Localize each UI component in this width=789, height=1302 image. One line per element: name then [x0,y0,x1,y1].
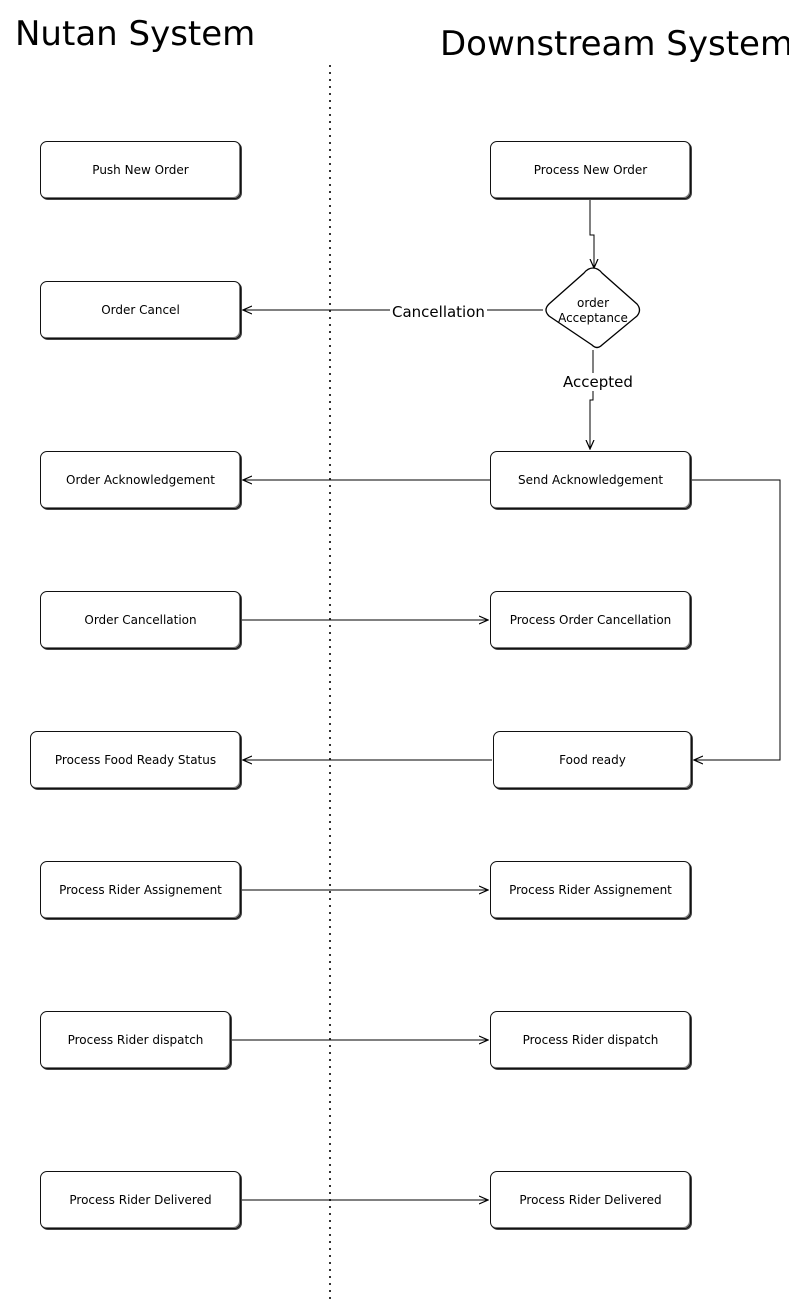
edge-new-order-to-decision [590,200,594,268]
process-order-cancellation-box: Process Order Cancellation [490,591,691,649]
process-rider-dispatch-box-right: Process Rider dispatch [490,1011,691,1069]
accepted-edge-label: Accepted [561,373,635,391]
order-acceptance-line2: Acceptance [558,311,628,325]
process-rider-assignement-box-right: Process Rider Assignement [490,861,691,919]
send-acknowledgement-box: Send Acknowledgement [490,451,691,509]
order-acceptance-line1: order [577,296,609,310]
push-new-order-box: Push New Order [40,141,241,199]
process-rider-delivered-box-left: Process Rider Delivered [40,1171,241,1229]
process-new-order-box: Process New Order [490,141,691,199]
order-cancellation-box: Order Cancellation [40,591,241,649]
food-ready-box: Food ready [493,731,692,789]
nutan-system-title: Nutan System [15,14,256,54]
order-acceptance-label: order Acceptance [543,296,643,326]
edge-decision-to-send-ack [590,350,593,449]
order-acceptance-diamond [545,267,641,349]
process-rider-assignement-box-left: Process Rider Assignement [40,861,241,919]
cancellation-edge-label: Cancellation [390,303,487,321]
process-rider-delivered-box-right: Process Rider Delivered [490,1171,691,1229]
order-acknowledgement-box: Order Acknowledgement [40,451,241,509]
edge-send-ack-to-food-ready [692,479,781,760]
process-food-ready-status-box: Process Food Ready Status [30,731,241,789]
order-cancel-box: Order Cancel [40,281,241,339]
downstream-system-title: Downstream System [440,24,789,64]
process-rider-dispatch-box-left: Process Rider dispatch [40,1011,231,1069]
